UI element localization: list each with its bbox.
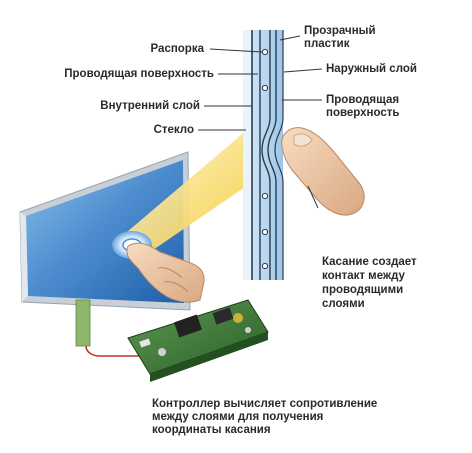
label-spacer: Распорка (150, 43, 204, 55)
label-transparent-plastic: Прозрачный пластик (304, 25, 376, 50)
pressing-finger (281, 127, 365, 216)
magnification-beam (120, 112, 270, 252)
controller-board (75, 299, 269, 382)
label-conductive-surface-left: Проводящая поверхность (64, 68, 214, 80)
label-outer-layer: Наружный слой (326, 63, 417, 75)
leader-lines (198, 35, 323, 209)
label-glass: Стекло (153, 124, 194, 136)
label-conductive-surface-right: Проводящая поверхность (326, 94, 400, 119)
hand-on-panel (126, 242, 205, 303)
layer-cross-section (243, 30, 284, 280)
label-controller-note: Контроллер вычисляет сопротивление между… (152, 398, 378, 436)
label-inner-layer: Внутренний слой (100, 100, 200, 112)
label-touch-note: Касание создает контакт между проводящим… (322, 256, 417, 310)
